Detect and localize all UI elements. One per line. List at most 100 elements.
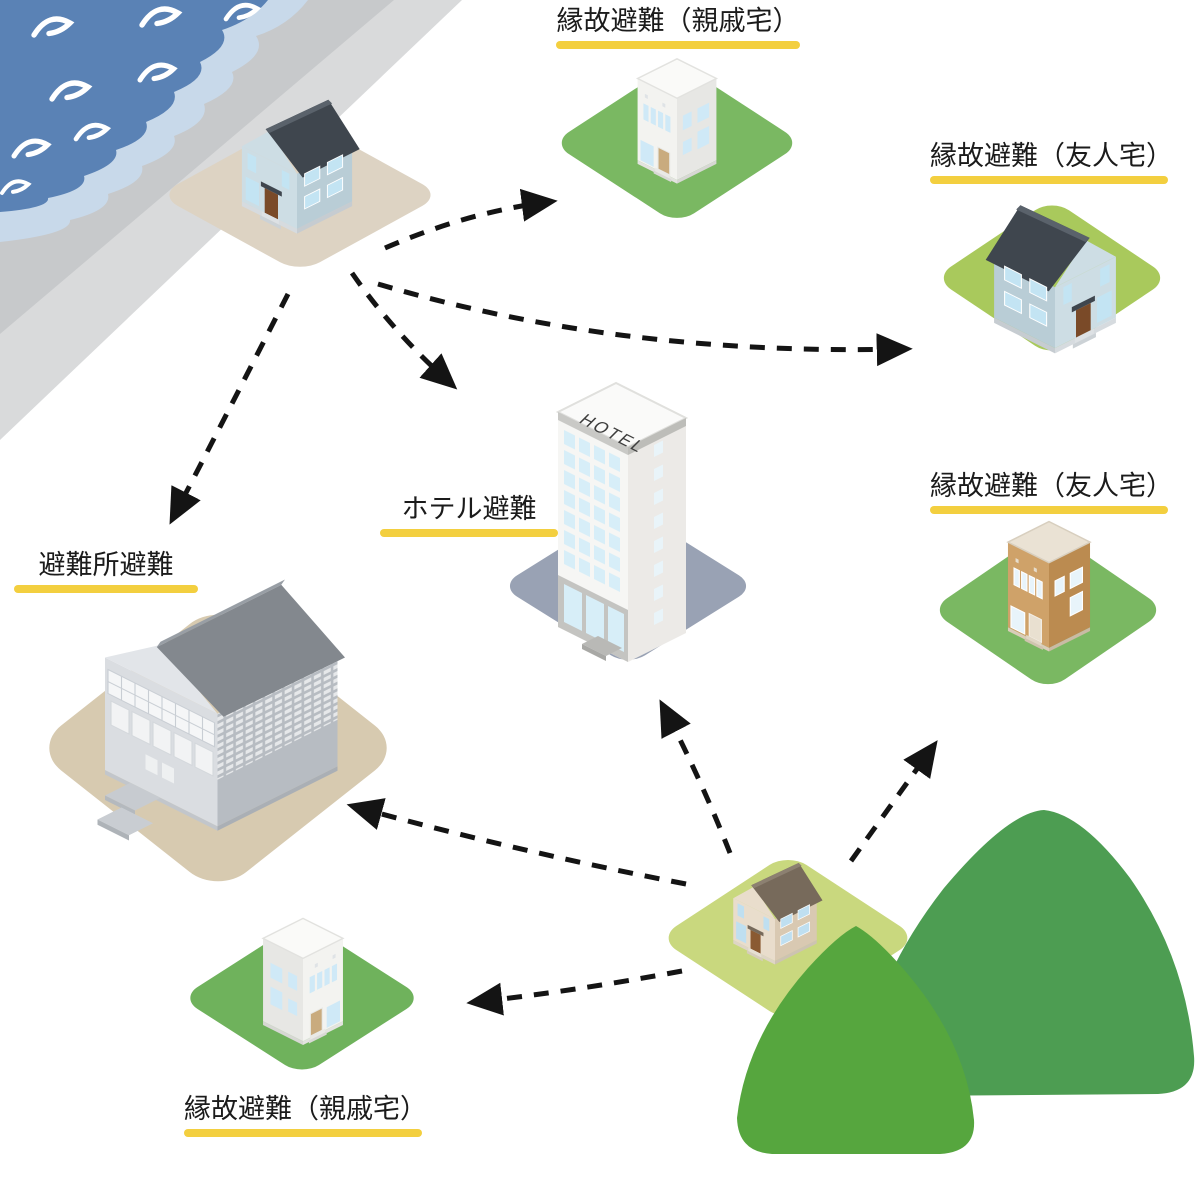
roof-band: [558, 412, 628, 455]
facade-left: [640, 93, 672, 183]
sea: [0, 0, 268, 212]
entrance-canopy: [582, 636, 622, 656]
steps: [1026, 634, 1042, 647]
steps: [653, 170, 672, 183]
steps: [1024, 637, 1043, 651]
evacuation-arrows: [169, 188, 938, 1016]
label-text: 縁故避難（友人宅）: [930, 471, 1173, 501]
windows-left: [736, 903, 770, 962]
entrance-canopy-edge: [105, 795, 135, 815]
door: [750, 929, 761, 954]
facade-right: [270, 962, 298, 1017]
facade-right: [682, 102, 710, 156]
arrow-coastal-to-relatives-top: [384, 188, 558, 251]
label-underline: [14, 585, 198, 594]
roof-ridge: [156, 579, 285, 647]
roof-band: [628, 418, 686, 455]
steps: [746, 950, 763, 962]
seawall-top: [0, 0, 394, 334]
label-underline: [380, 529, 558, 538]
arrow-mountain-to-shelter: [346, 798, 687, 887]
steps: [261, 211, 279, 225]
steps: [748, 947, 762, 958]
label-hotel: ホテル避難: [380, 494, 558, 538]
entrance-canopy-edge: [582, 644, 606, 661]
entrance-steps: [97, 807, 153, 836]
wall-right: [263, 938, 303, 1042]
arrow-mountain-to-relatives-bottom: [466, 968, 683, 1016]
steps: [1072, 332, 1096, 349]
steps: [655, 167, 670, 179]
roof: [156, 584, 345, 717]
plinth: [297, 201, 353, 234]
hotel-building: HOTEL: [555, 381, 689, 662]
plinth: [775, 939, 817, 965]
label-underline: [556, 41, 800, 50]
steps: [308, 1031, 327, 1044]
windows-right: [1004, 265, 1048, 327]
roof-flat: [635, 57, 719, 100]
mountain-front: [737, 926, 975, 1154]
friends-house-right: [985, 205, 1116, 354]
roof-flat: [261, 917, 345, 960]
gable: [733, 886, 775, 920]
roof-ridge: [1016, 205, 1090, 243]
facade-left: [1010, 558, 1043, 651]
door: [1075, 302, 1091, 338]
arrow-coastal-to-friends-right: [377, 281, 913, 367]
steps: [1074, 328, 1094, 344]
door-canopy: [260, 181, 282, 197]
facade-right: [1054, 566, 1084, 617]
gable: [241, 131, 297, 174]
label-text: 縁故避難（親戚宅）: [556, 6, 800, 36]
entrance-canopy: [105, 782, 161, 811]
relatives-house-bottom: [261, 917, 345, 1045]
entrance-steps-edge: [97, 819, 129, 841]
arrow-mountain-to-hotel: [659, 699, 733, 854]
door-canopy: [747, 924, 764, 937]
plinth: [263, 1021, 303, 1045]
arrow-coastal-to-hotel: [349, 271, 458, 390]
friends-house-mid: [1006, 520, 1092, 652]
facade-left: [308, 953, 341, 1044]
label-text: 縁故避難（友人宅）: [930, 141, 1173, 171]
label-relatives-house-top: 縁故避難（親戚宅）: [556, 6, 800, 50]
label-text: ホテル避難: [401, 494, 537, 524]
evacuation-shelter: [97, 579, 345, 841]
door: [264, 188, 278, 220]
label-friends-house-mid: 縁故避難（友人宅）: [930, 471, 1173, 515]
roof-ridge: [751, 862, 802, 889]
wall-right: [677, 78, 717, 180]
label-underline: [184, 1129, 422, 1138]
label-text: 縁故避難（親戚宅）: [184, 1094, 427, 1124]
facade-left: [558, 412, 628, 662]
facade-right: [628, 418, 686, 625]
arrow-coastal-to-shelter: [169, 292, 291, 525]
steps: [310, 1028, 326, 1040]
mountain-house: [733, 862, 823, 965]
facade-left: [107, 668, 216, 784]
block-facade-right: [217, 653, 338, 780]
plinth: [994, 317, 1055, 354]
plinth: [217, 766, 338, 831]
windows-left: [245, 152, 290, 230]
roof-flat: [1006, 520, 1092, 564]
roof-ridge: [265, 99, 333, 133]
door-canopy: [1071, 295, 1095, 313]
relatives-house-top: [635, 57, 719, 184]
mountain-back: [864, 810, 1195, 1096]
coastal-house: [241, 99, 360, 234]
plinth: [1049, 627, 1091, 652]
arrow-mountain-to-friends-mid: [848, 740, 938, 863]
gable: [105, 644, 218, 714]
steps: [259, 215, 281, 230]
label-underline: [930, 176, 1168, 185]
label-friends-house-right: 縁故避難（友人宅）: [930, 141, 1173, 185]
windows-right: [304, 154, 344, 210]
label-shelter: 避難所避難: [14, 550, 198, 594]
windows-left: [1063, 264, 1112, 349]
label-relatives-house-bottom: 縁故避難（親戚宅）: [184, 1094, 427, 1138]
plinth: [677, 160, 717, 184]
